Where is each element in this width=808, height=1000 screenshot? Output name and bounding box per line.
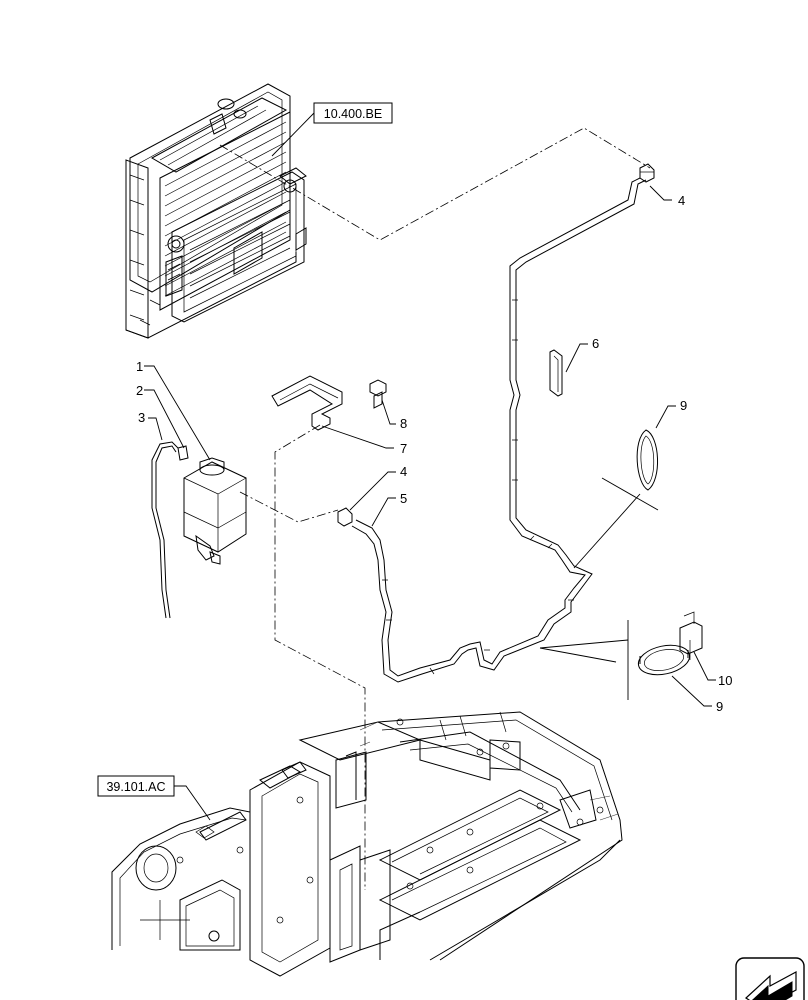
callout-numbers: 1 2 3 4 4 5 6 7 8 9 9 10 <box>136 193 732 714</box>
callout-7: 7 <box>400 441 407 456</box>
ref-box-radiator[interactable]: 10.400.BE <box>313 102 393 124</box>
mounting-bracket-7 <box>271 375 343 431</box>
callout-4-top: 4 <box>678 193 685 208</box>
reservoir-tank <box>183 457 247 565</box>
connection-lines <box>219 127 651 890</box>
callout-4-middle: 4 <box>400 464 407 479</box>
leader-fan <box>539 477 659 700</box>
callout-6: 6 <box>592 336 599 351</box>
ref-leader-frame <box>174 785 211 821</box>
clamp-ring-lower <box>637 644 691 676</box>
hose-route <box>351 177 647 683</box>
callout-1: 1 <box>136 359 143 374</box>
callout-10: 10 <box>718 673 732 688</box>
callout-9-lower: 9 <box>716 699 723 714</box>
callout-5: 5 <box>400 491 407 506</box>
direction-arrow-icon <box>735 957 805 1000</box>
fitting-middle <box>337 507 353 527</box>
callout-3: 3 <box>138 410 145 425</box>
radiator-assembly <box>125 83 307 339</box>
callout-8: 8 <box>400 416 407 431</box>
chassis-frame <box>111 711 623 977</box>
callout-2: 2 <box>136 383 143 398</box>
overflow-hose <box>151 441 189 619</box>
clip-bracket-10 <box>679 611 703 660</box>
callout-leaders <box>144 185 716 707</box>
ref-label-frame: 39.101.AC <box>106 780 165 794</box>
fitting-top <box>639 163 655 183</box>
ref-label-radiator: 10.400.BE <box>324 107 382 121</box>
clamp-ring-upper <box>636 429 659 491</box>
ref-box-frame[interactable]: 39.101.AC <box>97 775 175 797</box>
callout-9-upper: 9 <box>680 398 687 413</box>
ref-leader-radiator <box>271 112 315 157</box>
hose-piece-6 <box>549 349 563 397</box>
bolt-8 <box>369 379 387 409</box>
